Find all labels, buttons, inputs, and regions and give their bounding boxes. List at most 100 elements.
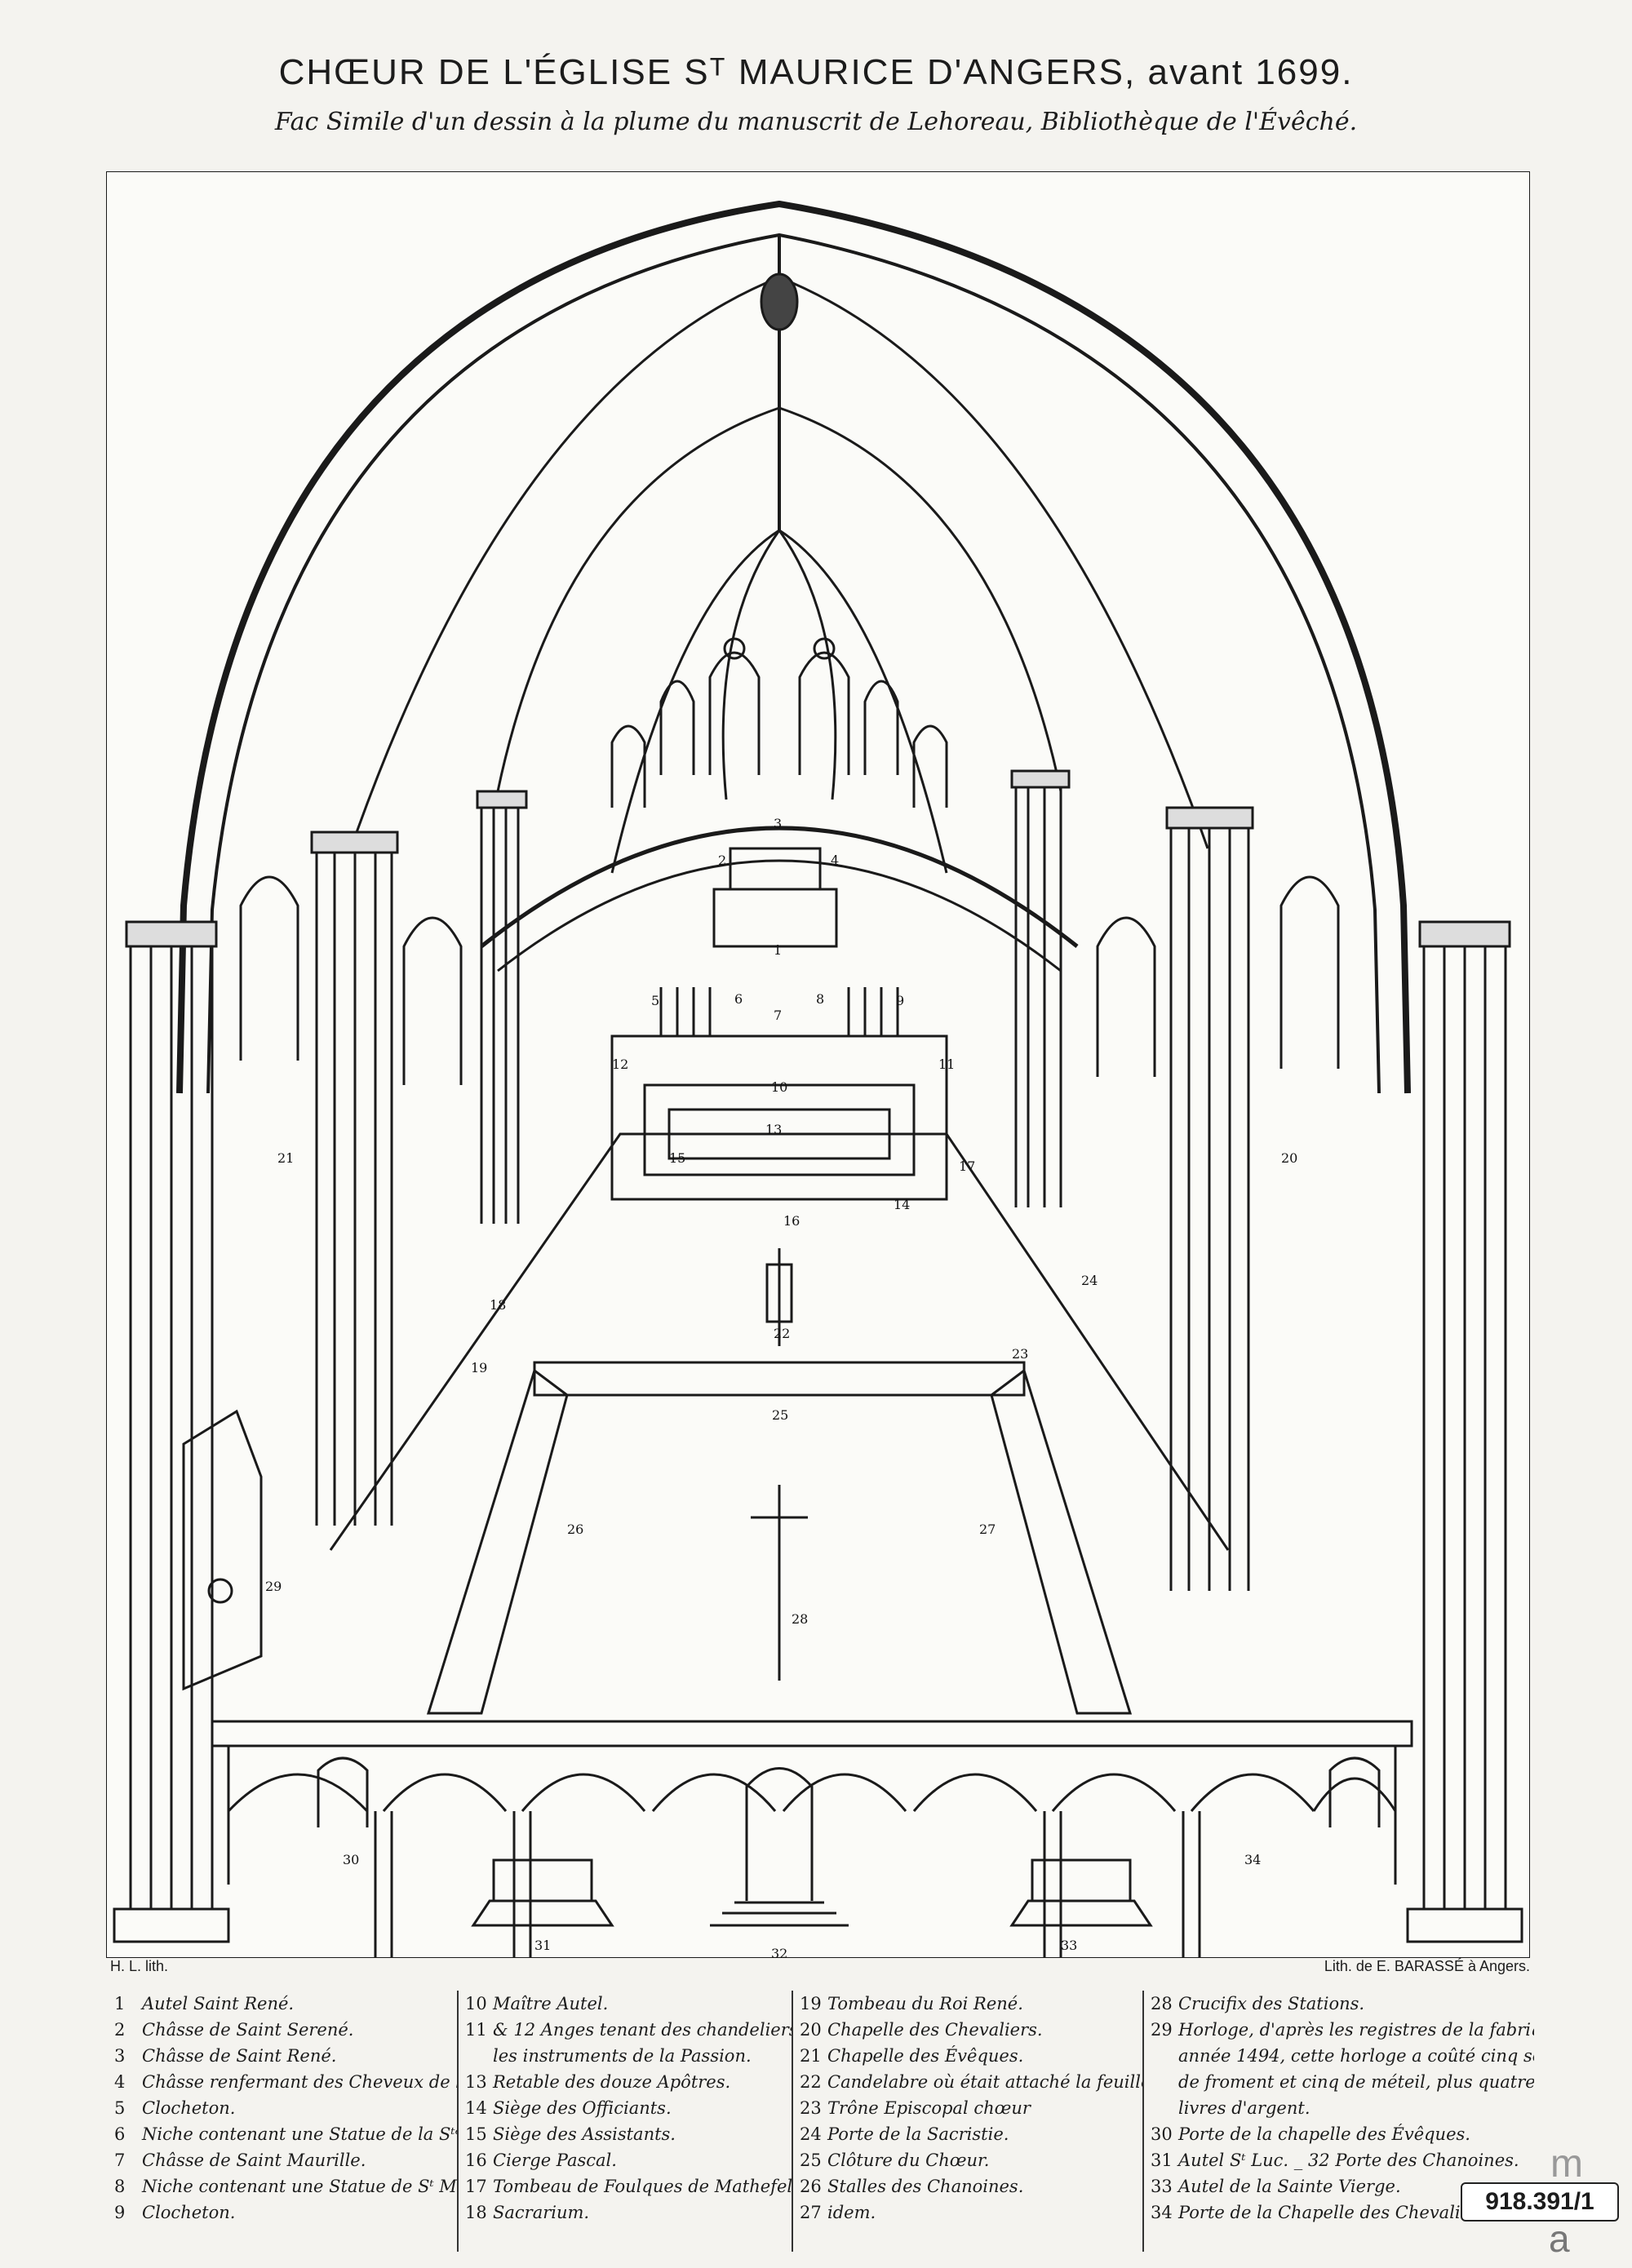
legend-item-number: 30 (1151, 2124, 1173, 2144)
legend-item: 18 Sacrarium. (465, 2199, 792, 2226)
callout-23: 23 (1012, 1346, 1028, 1362)
legend-item-number: 31 (1151, 2151, 1173, 2170)
legend-item-number: 22 (800, 2072, 822, 2092)
callout-17: 17 (959, 1158, 975, 1174)
callout-11: 11 (938, 1056, 955, 1072)
legend-item-number: 29 (1151, 2020, 1173, 2040)
legend-item-number: 8 (114, 2177, 126, 2196)
callout-9: 9 (896, 993, 904, 1008)
legend-item-text: Candelabre où était attaché la feuille d… (827, 2072, 1142, 2092)
archive-stamp: m 918.391/1 a (1461, 2142, 1619, 2260)
legend-item-number: 13 (465, 2072, 487, 2092)
legend-item-text: Tombeau de Foulques de Mathefelon. (493, 2177, 792, 2196)
archive-number: 918.391/1 (1461, 2182, 1619, 2221)
legend-item-text: Châsse renfermant des Cheveux de la Sᵗᵉ … (142, 2072, 457, 2092)
legend-item: livres d'argent. (1151, 2095, 1534, 2121)
callout-22: 22 (774, 1326, 790, 1341)
legend-item-text: Clôture du Chœur. (827, 2151, 990, 2170)
legend-item: 25 Clôture du Chœur. (800, 2147, 1142, 2173)
callout-29: 29 (265, 1579, 282, 1594)
legend-item-number: 2 (114, 2020, 126, 2040)
legend-item-text: Siège des Assistants. (493, 2124, 676, 2144)
legend-item-text: idem. (827, 2203, 876, 2222)
legend-item-text: Porte de la Chapelle des Chevaliers. (1178, 2203, 1493, 2222)
legend-item-number: 16 (465, 2151, 487, 2170)
legend-item-number: 19 (800, 1994, 822, 2013)
legend-item-text: Trône Episcopal chœur (827, 2098, 1031, 2118)
callout-4: 4 (831, 853, 839, 868)
legend-item-number: 23 (800, 2098, 822, 2118)
legend-item-text: Clocheton. (142, 2203, 236, 2222)
legend-item-text: livres d'argent. (1178, 2098, 1310, 2118)
legend-item: année 1494, cette horloge a coûté cinq s… (1151, 2043, 1534, 2069)
choir-drawing: 1 2 3 4 5 6 7 8 9 10 11 12 13 14 15 16 1… (106, 171, 1531, 1966)
legend-item-number: 10 (465, 1994, 487, 2013)
callout-5: 5 (651, 993, 659, 1008)
legend-item: 3 Châsse de Saint René. (114, 2043, 457, 2069)
legend-item-number: 11 (465, 2020, 487, 2040)
callout-8: 8 (816, 991, 824, 1007)
legend-item-number: 33 (1151, 2177, 1173, 2196)
credits: H. L. lith. Lith. de E. BARASSÉ à Angers… (110, 1958, 1530, 1982)
legend-item-text: de froment et cinq de méteil, plus quatr… (1178, 2072, 1534, 2092)
callout-21: 21 (277, 1150, 294, 1166)
legend-item: 13 Retable des douze Apôtres. (465, 2069, 792, 2095)
legend-item-text: & 12 Anges tenant des chandeliers et (493, 2020, 792, 2040)
legend-item-text: Clocheton. (142, 2098, 236, 2118)
callout-19: 19 (471, 1360, 487, 1375)
legend-item-text: Autel Sᵗ Luc. _ 32 Porte des Chanoines. (1178, 2151, 1519, 2170)
callout-26: 26 (567, 1522, 583, 1537)
legend-item-text: Horloge, d'après les registres de la fab… (1178, 2020, 1534, 2040)
legend-item-text: Chapelle des Chevaliers. (827, 2020, 1043, 2040)
callout-20: 20 (1281, 1150, 1297, 1166)
legend-item-text: année 1494, cette horloge a coûté cinq s… (1178, 2046, 1534, 2066)
legend-item-number: 17 (465, 2177, 487, 2196)
legend-item-text: Sacrarium. (493, 2203, 590, 2222)
legend-item-text: Autel Saint René. (142, 1994, 295, 2013)
callout-14: 14 (894, 1197, 910, 1212)
legend-item-text: Châsse de Saint René. (142, 2046, 337, 2066)
callout-33: 33 (1061, 1938, 1077, 1953)
archive-logo-a: a (1549, 2217, 1570, 2260)
legend-item-number: 25 (800, 2151, 822, 2170)
legend-item-number: 26 (800, 2177, 822, 2196)
legend-item-number: 5 (114, 2098, 126, 2118)
callout-2: 2 (718, 853, 726, 868)
legend-item-number: 18 (465, 2203, 487, 2222)
legend-item-number: 14 (465, 2098, 487, 2118)
printer-credit: Lith. de E. BARASSÉ à Angers. (1324, 1958, 1530, 1974)
archive-logo-m: m (1550, 2142, 1583, 2186)
legend-item-text: Stalles des Chanoines. (827, 2177, 1024, 2196)
legend-item-text: Tombeau du Roi René. (827, 1994, 1023, 2013)
legend-item-text: Cierge Pascal. (493, 2151, 617, 2170)
legend-item-number: 3 (114, 2046, 126, 2066)
legend-item-text: Retable des douze Apôtres. (493, 2072, 731, 2092)
callout-3: 3 (774, 816, 782, 831)
callout-34: 34 (1244, 1852, 1261, 1867)
legend-item-number: 4 (114, 2072, 126, 2092)
callout-10: 10 (771, 1079, 787, 1095)
legend-item: 5 Clocheton. (114, 2095, 457, 2121)
legend-item-number: 24 (800, 2124, 822, 2144)
legend-item-number: 20 (800, 2020, 822, 2040)
callout-30: 30 (343, 1852, 359, 1867)
legend-item-number: 6 (114, 2124, 126, 2144)
legend-item: 4 Châsse renfermant des Cheveux de la Sᵗᵉ… (114, 2069, 457, 2095)
